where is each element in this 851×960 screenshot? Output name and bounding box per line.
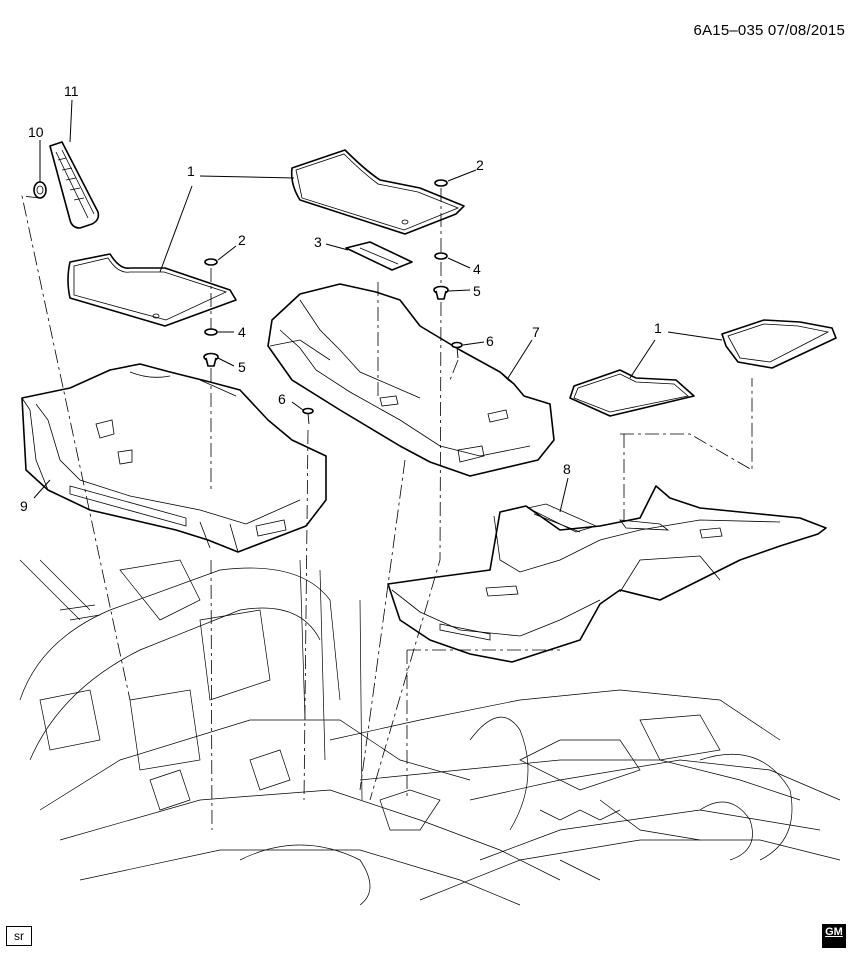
mat-retainer-upper-2-left <box>204 258 218 266</box>
leader-lines <box>33 99 723 513</box>
callout-2-left: 2 <box>238 232 246 248</box>
clip-5-left <box>203 352 219 367</box>
callout-3: 3 <box>314 234 322 250</box>
callout-6-right: 6 <box>486 333 494 349</box>
callout-1-rear-mats: 1 <box>654 320 662 336</box>
callout-5-right: 5 <box>473 283 481 299</box>
callout-10: 10 <box>28 124 44 140</box>
front-left-carpet <box>21 363 327 553</box>
rear-left-floor-mat <box>569 369 695 417</box>
rear-right-floor-mat <box>721 319 837 369</box>
callout-4-right: 4 <box>473 261 481 277</box>
callout-5-left: 5 <box>238 359 246 375</box>
callout-4-left: 4 <box>238 324 246 340</box>
front-right-floor-mat <box>290 149 465 235</box>
sr-badge: sr <box>6 926 32 946</box>
accelerator-pedal <box>49 141 100 229</box>
clip-5-right <box>433 285 449 300</box>
rear-carpet <box>387 485 827 663</box>
callout-9: 9 <box>20 498 28 514</box>
callout-8: 8 <box>563 461 571 477</box>
front-left-floor-mat <box>67 253 237 327</box>
callout-6-left: 6 <box>278 391 286 407</box>
alignment-lines <box>21 188 753 831</box>
callout-1-front-mats: 1 <box>187 163 195 179</box>
floor-badge <box>345 241 413 271</box>
pedal-retainer <box>33 181 47 199</box>
gm-logo: GM <box>822 924 846 948</box>
diagram-id-date: 6A15–035 07/08/2015 <box>693 22 845 39</box>
callout-7: 7 <box>532 324 540 340</box>
screw-6-right <box>451 341 463 359</box>
callout-numbers: 11 10 1 2 2 3 4 4 5 5 6 6 7 1 8 9 <box>20 83 662 514</box>
callout-11: 11 <box>64 83 79 99</box>
washer-4-right <box>434 252 448 260</box>
vehicle-body-structure <box>19 559 841 906</box>
callout-2-right: 2 <box>476 157 484 173</box>
front-right-carpet <box>267 283 555 477</box>
mat-retainer-upper-2-right <box>434 179 448 187</box>
gm-logo-text: GM <box>825 926 843 938</box>
screw-6-left <box>302 407 314 425</box>
